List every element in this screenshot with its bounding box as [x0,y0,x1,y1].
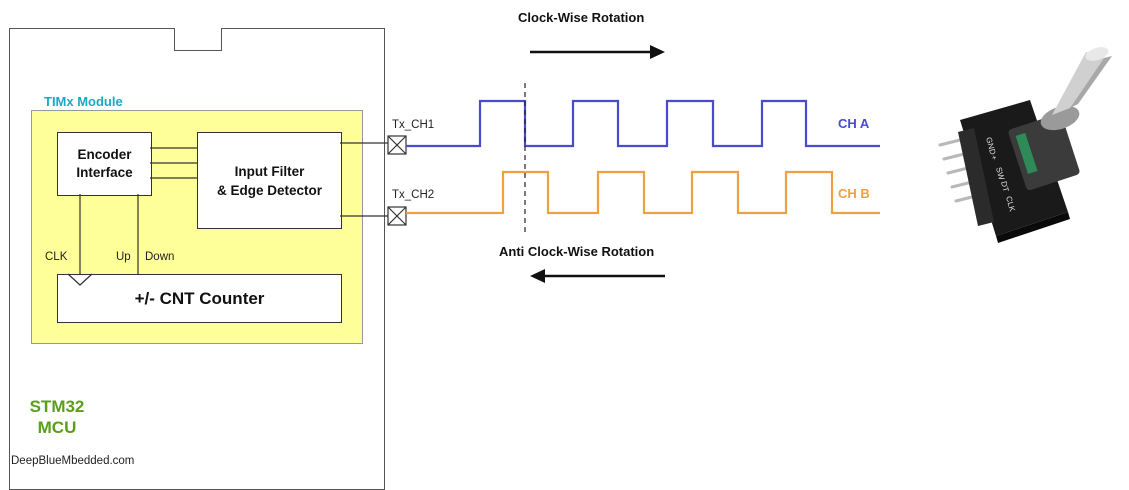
tx-ch2-label: Tx_CH2 [392,189,434,201]
filter-line1: Input Filter [234,163,305,179]
ch-b-waveform [406,170,880,215]
encoder-interface-block: Encoder Interface [57,132,152,196]
cw-arrow [530,45,665,59]
pin-plus-label: + [989,154,999,161]
ch-b-label: CH B [838,186,870,201]
cnt-counter-block: +/- CNT Counter [57,274,342,323]
stm32-line1: STM32 [29,397,85,416]
clk-label: CLK [45,251,68,263]
down-label: Down [145,251,175,263]
encoder-line2: Interface [76,165,133,180]
pin-ch2 [387,206,407,226]
pin-clk-label: CLK [1004,195,1017,213]
clk-edge-marker [67,273,93,286]
stm32-line2: MCU [37,418,77,437]
ccw-arrow [530,269,665,283]
ch-a-label: CH A [838,116,870,131]
credit-text: DeepBlueMbedded.com [11,455,135,467]
internal-wires [79,142,388,274]
stm32-label: STM32 MCU [29,396,85,438]
input-filter-block: Input Filter & Edge Detector [197,132,342,229]
up-label: Up [116,251,131,263]
filter-line2: & Edge Detector [216,182,323,198]
pin-sw-label: SW [994,166,1006,181]
ccw-rotation-label: Anti Clock-Wise Rotation [499,244,655,259]
pin-ch1 [387,135,407,155]
pin-dt-label: DT [999,180,1010,193]
ch-a-waveform [406,99,880,148]
cw-rotation-label: Clock-Wise Rotation [518,10,645,25]
diagram-canvas: Tx_CH1 Tx_CH2 GND + SW DT [67,45,1112,286]
timx-module-label: TIMx Module [44,94,123,109]
mcu-notch [174,28,222,51]
encoder-line1: Encoder [77,147,132,162]
rotary-encoder-module-image: GND + SW DT CLK [938,47,1112,243]
pin-gnd-label: GND [984,136,997,156]
tx-ch1-label: Tx_CH1 [392,119,434,131]
